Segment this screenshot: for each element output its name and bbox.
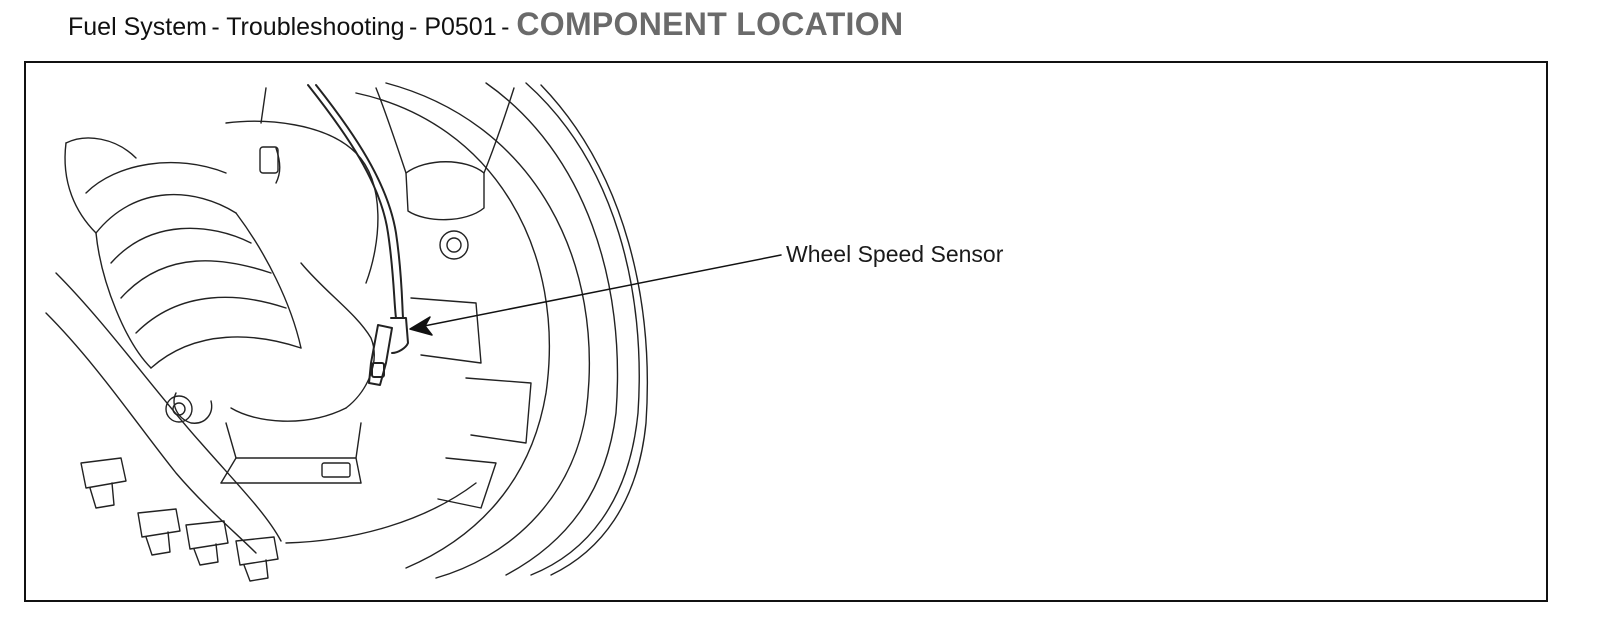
mounting-bolts xyxy=(80,395,351,582)
breadcrumb-separator: - xyxy=(501,13,510,41)
wheel-speed-sensor-harness xyxy=(307,84,409,386)
wheel-hub-illustration xyxy=(45,82,782,582)
brake-disc-rings xyxy=(285,82,648,579)
breadcrumb-category: Troubleshooting xyxy=(226,13,405,41)
section-title: COMPONENT LOCATION xyxy=(516,6,904,42)
upper-mount xyxy=(375,87,515,260)
component-location-diagram: Wheel Speed Sensor xyxy=(24,61,1548,602)
disc-vent-slots xyxy=(410,297,532,509)
page-header: Fuel System - Troubleshooting - P0501 - … xyxy=(68,6,903,50)
breadcrumb-separator: - xyxy=(409,13,418,41)
callout-wheel-speed-sensor: Wheel Speed Sensor xyxy=(786,241,1004,267)
breadcrumb-separator: - xyxy=(211,13,220,41)
breadcrumb-code: P0501 xyxy=(424,13,497,41)
steering-knuckle xyxy=(45,87,379,554)
leader-arrow xyxy=(409,254,782,336)
breadcrumb-system: Fuel System xyxy=(68,13,207,41)
cv-boot xyxy=(64,137,302,369)
